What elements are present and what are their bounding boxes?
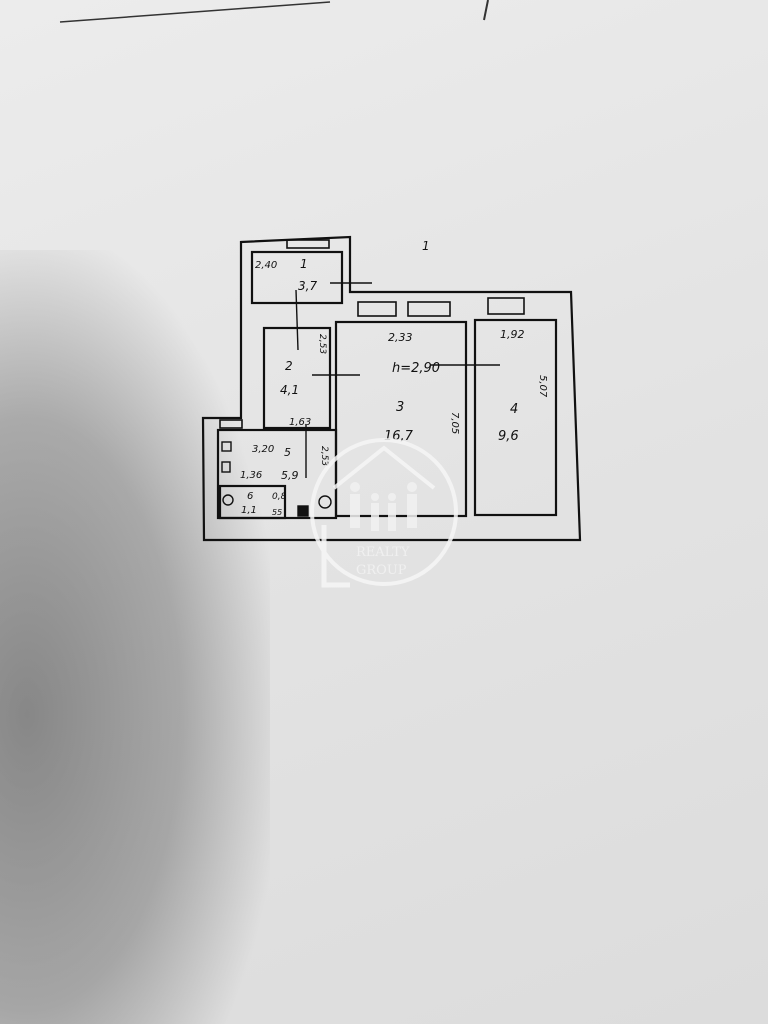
room-2-dim-2: 1,63 — [289, 417, 311, 428]
corner-mark: 1 — [422, 239, 430, 253]
room-6-dim-2: 55 — [272, 508, 282, 517]
room-6 — [218, 484, 287, 520]
room-2-number: 2 — [285, 359, 293, 373]
boiler-icon — [318, 495, 332, 509]
shaft-icon — [297, 505, 309, 517]
room-3-number: 3 — [396, 400, 404, 415]
room-4-dim: 1,92 — [500, 328, 525, 341]
room-3-dim: 2,33 — [388, 331, 413, 344]
toilet-icon — [222, 494, 234, 506]
room-6-area: 1,1 — [241, 505, 257, 516]
room-4-area: 9,6 — [498, 429, 519, 444]
room-2-area: 4,1 — [280, 383, 299, 397]
outer-wall — [201, 235, 582, 542]
sink-icon — [221, 461, 231, 473]
room-5-number: 5 — [284, 446, 291, 459]
room-5 — [216, 428, 338, 520]
pen-line — [59, 1, 331, 23]
fixtures — [221, 441, 332, 517]
room-5-dim-3: 2,53 — [319, 446, 329, 466]
room-1-dim: 2,40 — [255, 260, 277, 271]
watermark-realty: REALTY — [356, 545, 410, 560]
room-3 — [334, 320, 468, 518]
room-6-dim: 0,8 — [272, 492, 287, 502]
watermark-group: GROUP — [356, 563, 407, 578]
room-5-area: 5,9 — [281, 469, 299, 482]
room-4-number: 4 — [510, 402, 518, 417]
room-1-number: 1 — [300, 257, 308, 271]
pen-mark — [483, 0, 489, 21]
shadow — [0, 250, 270, 1024]
room-5-dim: 3,20 — [252, 444, 274, 455]
room-4-dim-2: 5,07 — [537, 375, 548, 398]
doors — [295, 282, 500, 478]
room-5-dim-2: 1,36 — [240, 470, 262, 481]
room-3-dim-2: 7,05 — [449, 412, 460, 434]
room-2-dim: 2,53 — [317, 334, 327, 354]
room-1-area: 3,7 — [298, 279, 317, 293]
room-6-number: 6 — [247, 491, 253, 502]
watermark-logo: REALTY GROUP — [310, 438, 458, 588]
ceiling-height: h=2,90 — [392, 361, 440, 376]
windows — [219, 239, 525, 429]
stove-icon — [221, 441, 232, 452]
room-4 — [473, 318, 558, 517]
